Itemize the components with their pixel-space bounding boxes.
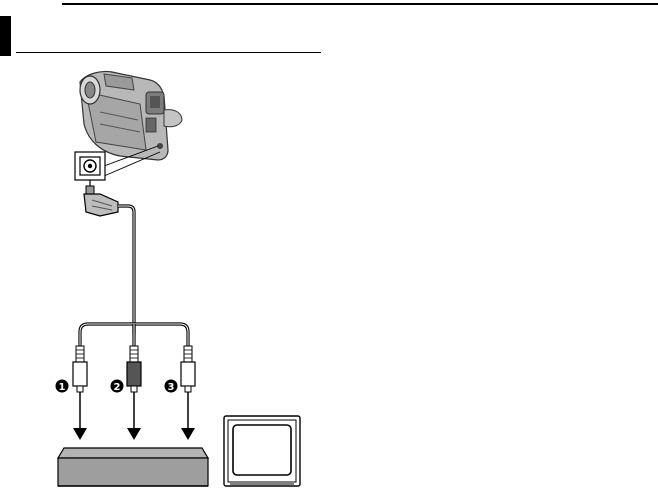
plug-2 [127,346,141,402]
plug-3 [181,346,195,402]
cable-plug-icon [84,186,118,216]
arrow-down-icon [127,402,141,440]
plug-3-badge: 3 [165,380,178,394]
section-tab-marker [0,16,11,56]
plug-1-badge: 1 [56,380,69,394]
av-connector-icon [75,152,105,180]
svg-text:1: 1 [59,382,66,393]
arrow-down-icon [181,402,195,440]
camcorder-icon [80,71,182,160]
heading-rule [16,52,321,53]
cable [118,206,134,334]
plug-1 [73,346,87,402]
plug-2-badge: 2 [111,380,124,394]
svg-text:2: 2 [114,382,121,393]
svg-text:3: 3 [168,382,175,393]
connection-diagram: 1 2 3 [0,60,330,491]
tv-icon [224,416,300,486]
arrow-down-icon [73,402,87,440]
vcr-icon [58,448,208,486]
top-rule [62,3,658,5]
